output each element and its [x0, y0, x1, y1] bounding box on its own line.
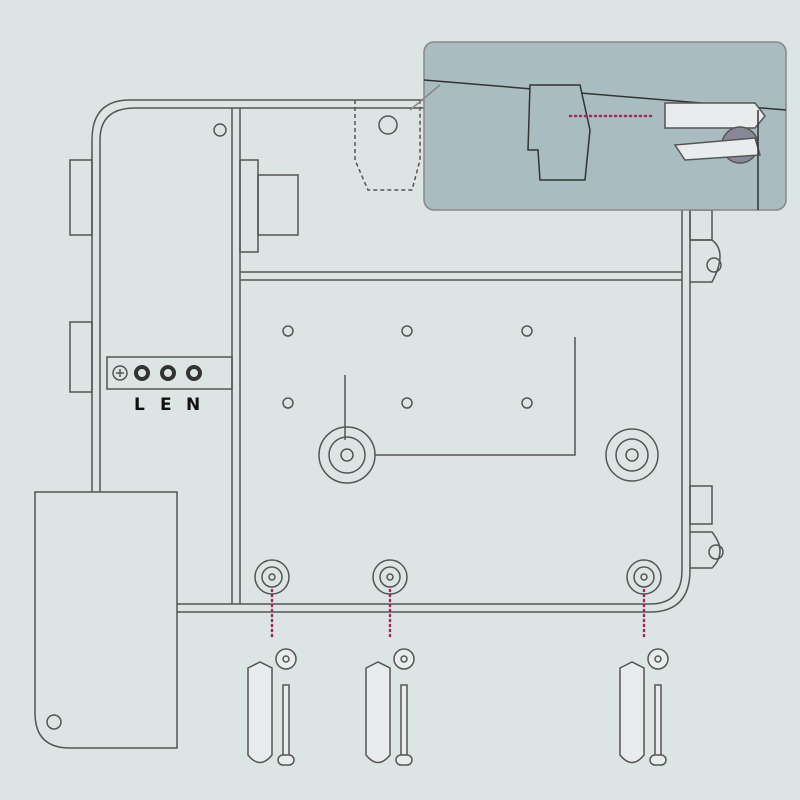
- side-tab: [69, 159, 93, 236]
- bottom-screw-points: [254, 559, 662, 595]
- cover-box: [34, 491, 178, 749]
- mount-hole: [708, 544, 724, 560]
- terminal-block: [106, 356, 233, 390]
- mount-hole: [706, 257, 722, 273]
- inset-detail: [409, 41, 787, 211]
- housing-outline: [91, 99, 691, 613]
- anchors-and-screws: [247, 648, 669, 766]
- terminal-label-e: E: [160, 395, 172, 415]
- terminal-label-n: N: [186, 395, 201, 415]
- side-tab: [69, 321, 93, 393]
- side-tab: [689, 485, 713, 525]
- terminal-label-l: L: [134, 395, 145, 415]
- side-tab: [689, 209, 713, 241]
- mounting-holes: [282, 325, 533, 409]
- screw-icon: [213, 123, 227, 137]
